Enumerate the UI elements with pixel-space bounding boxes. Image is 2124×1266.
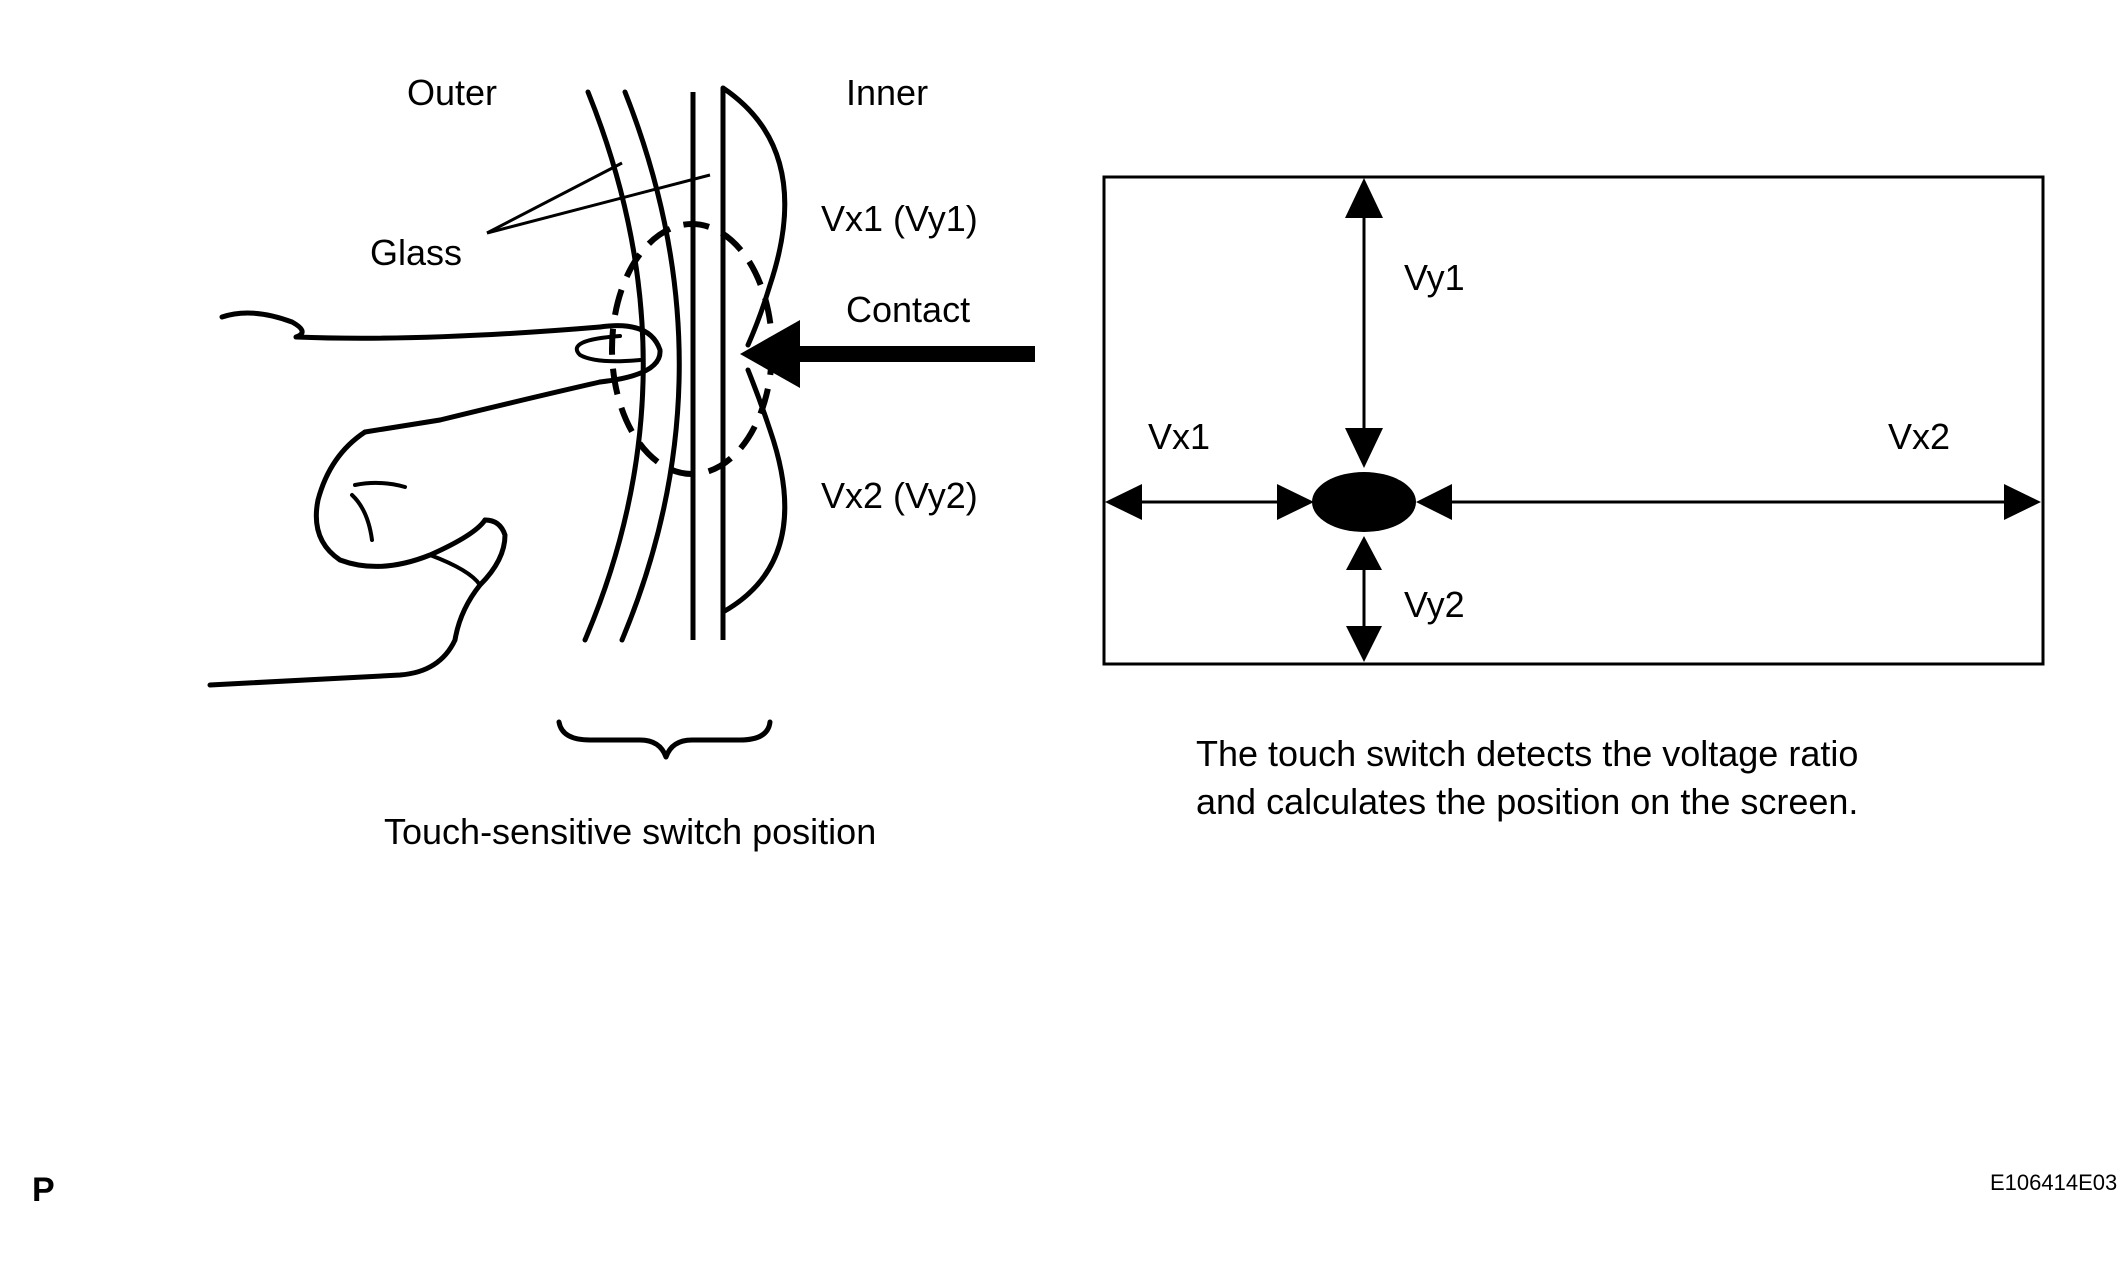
inner-film-bottom-bulge bbox=[720, 367, 788, 615]
vy2-label: Vy2 bbox=[1404, 584, 1465, 625]
glass-pointer-line-2 bbox=[486, 173, 711, 235]
contact-label: Contact bbox=[846, 289, 970, 330]
vy2-arrow bbox=[1346, 536, 1382, 662]
right-caption-line-2: and calculates the position on the scree… bbox=[1196, 781, 1858, 822]
right-caption-line-1: The touch switch detects the voltage rat… bbox=[1196, 733, 1858, 774]
glass-label: Glass bbox=[370, 232, 462, 273]
vx2-arrow bbox=[1416, 484, 2041, 520]
outer-label: Outer bbox=[407, 72, 497, 113]
vx1-vy1-label: Vx1 (Vy1) bbox=[821, 198, 978, 239]
vx1-arrow bbox=[1105, 484, 1314, 520]
switch-position-brace bbox=[556, 719, 773, 760]
glass-pointer-line-1 bbox=[486, 161, 623, 235]
vy1-label: Vy1 bbox=[1404, 257, 1465, 298]
vy1-arrow bbox=[1345, 178, 1383, 468]
contact-arrow bbox=[740, 320, 1035, 388]
screen-frame bbox=[1102, 175, 2045, 666]
inner-film-top-bulge bbox=[720, 85, 788, 348]
left-caption: Touch-sensitive switch position bbox=[384, 811, 876, 852]
vx2-vy2-label: Vx2 (Vy2) bbox=[821, 475, 978, 516]
screen-voltage-diagram: Vy1 Vx1 Vx2 Vy2 The touch switch detects… bbox=[1102, 175, 2045, 822]
figure-id: E106414E03 bbox=[1990, 1170, 2117, 1195]
cross-section-illustration: Outer Inner Glass Vx1 (Vy1) Contact Vx2 … bbox=[207, 72, 1035, 852]
inner-label: Inner bbox=[846, 72, 928, 113]
vx2-label: Vx2 bbox=[1888, 416, 1950, 457]
touch-point bbox=[1312, 472, 1416, 532]
glass-inner-layer bbox=[619, 89, 682, 643]
vx1-label: Vx1 bbox=[1148, 416, 1210, 457]
glass-outer-layer bbox=[582, 89, 646, 643]
page-mark: P bbox=[32, 1171, 55, 1209]
hand-illustration bbox=[207, 310, 663, 688]
